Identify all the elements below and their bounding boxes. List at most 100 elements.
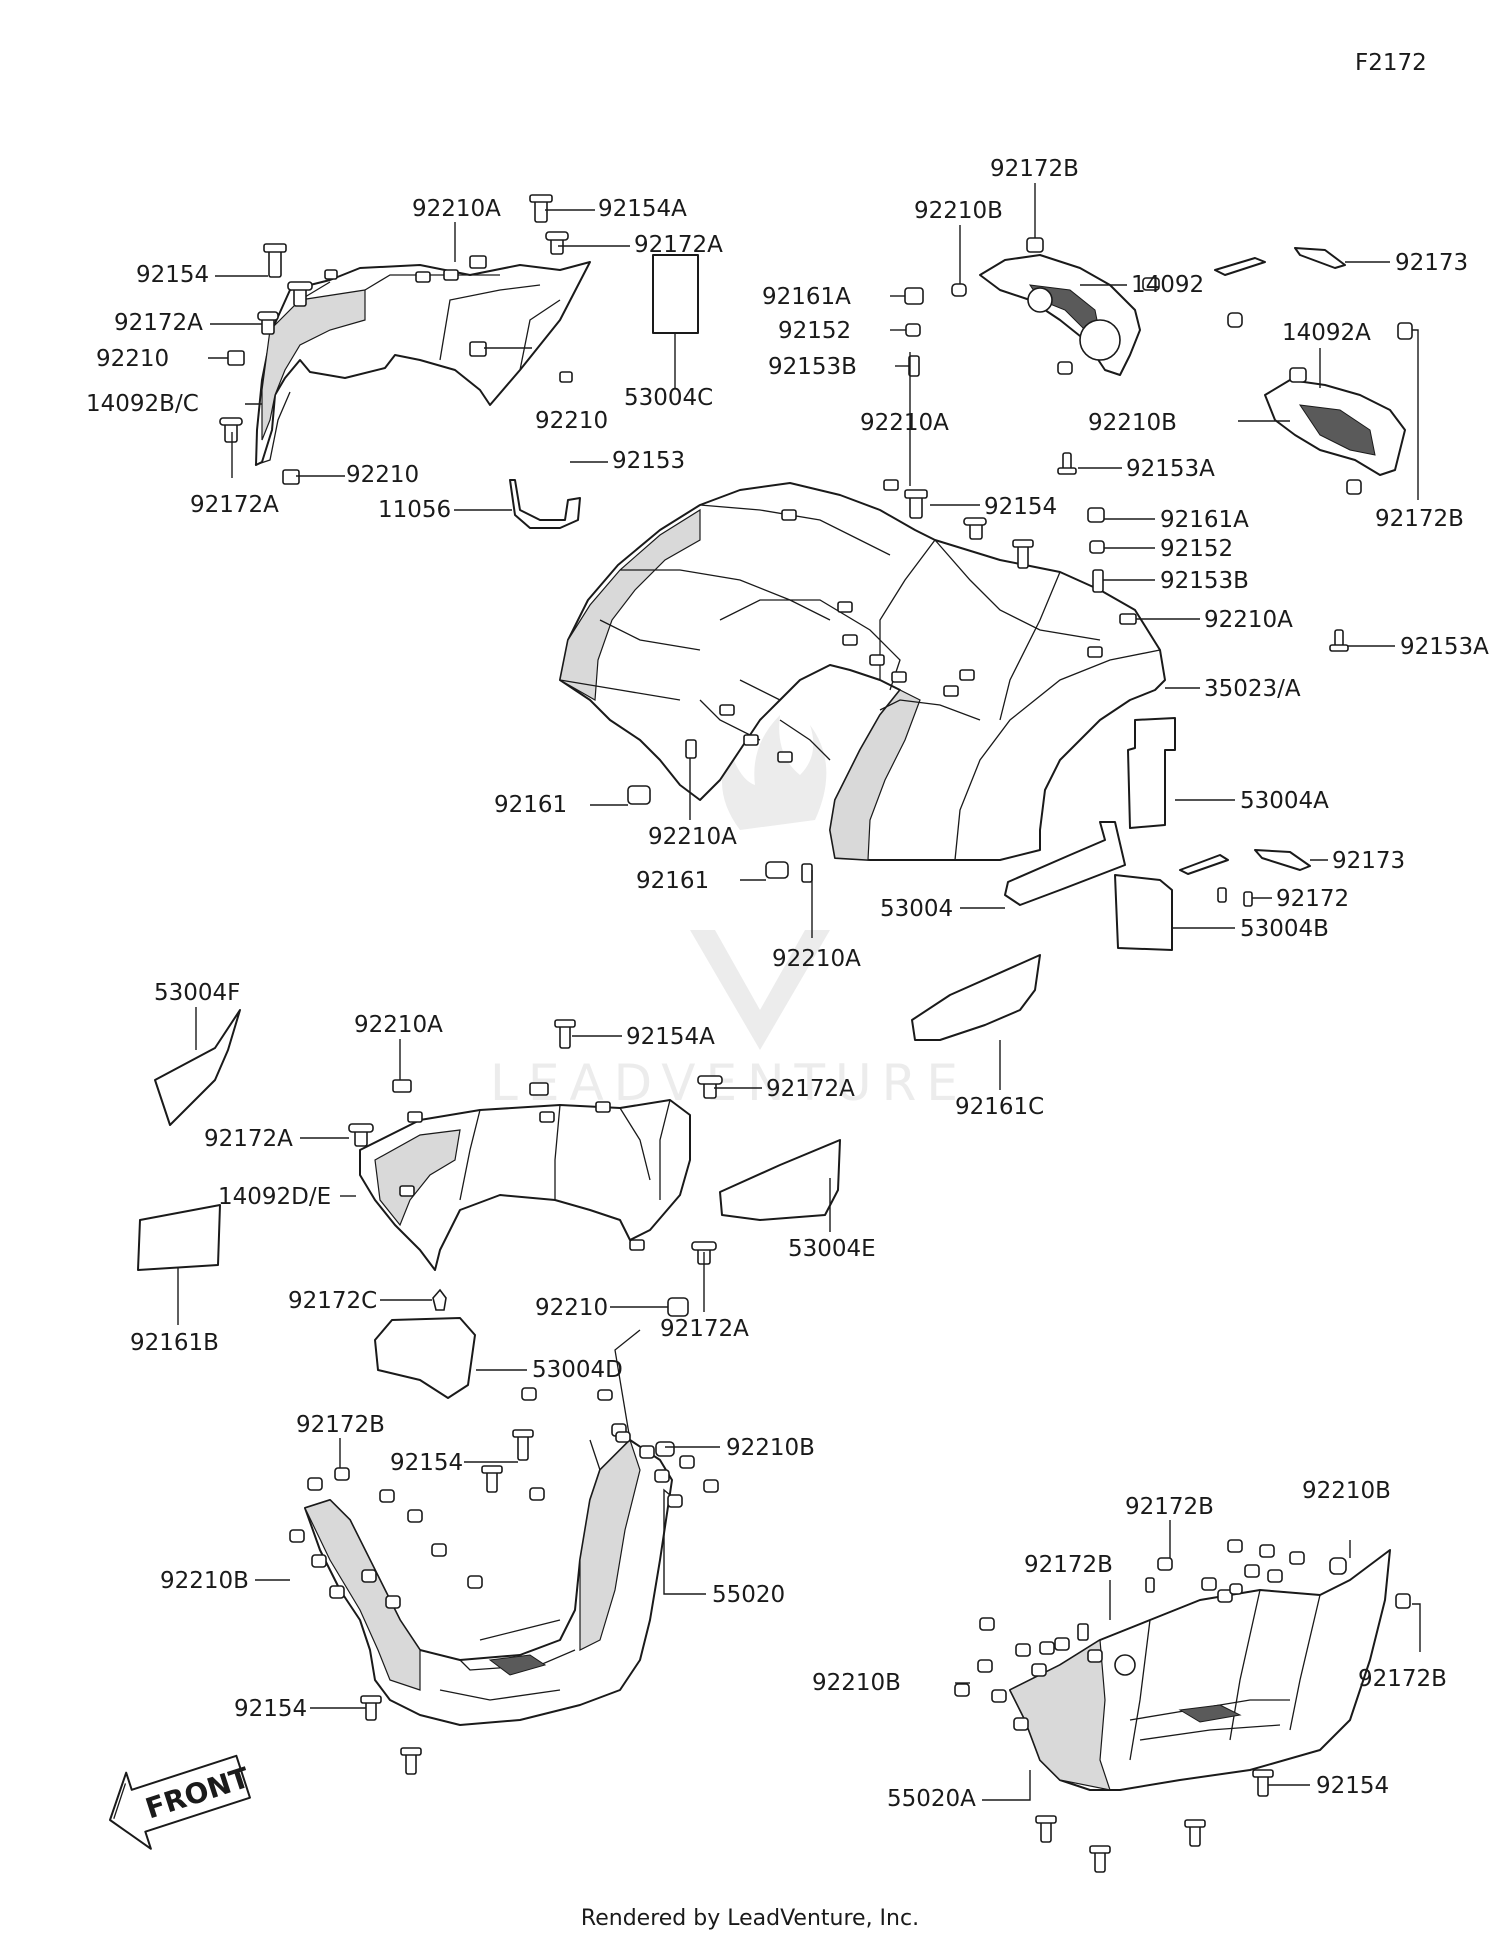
label-92161c: 92161C <box>955 1094 1044 1120</box>
label-92154: 92154 <box>234 1696 307 1722</box>
label-14092bc: 14092B/C <box>86 391 199 417</box>
label-92154: 92154 <box>984 494 1057 520</box>
label-92210: 92210 <box>96 346 169 372</box>
label-92210b: 92210B <box>160 1568 249 1594</box>
hw-92172b-top <box>1026 237 1044 253</box>
sheet-53004d <box>374 1317 476 1399</box>
part-14092a <box>1264 379 1406 476</box>
rear-fender-35023a <box>559 482 1166 861</box>
sheet-53004e <box>719 1139 841 1221</box>
label-92210b: 92210B <box>1088 410 1177 436</box>
label-53004f: 53004F <box>154 980 240 1006</box>
label-92210: 92210 <box>535 1295 608 1321</box>
label-92172a: 92172A <box>190 492 279 518</box>
label-92172a: 92172A <box>634 232 723 258</box>
sheet-53004 <box>1004 821 1126 906</box>
label-92210b: 92210B <box>1302 1478 1391 1504</box>
label-92172b: 92172B <box>1375 506 1464 532</box>
label-92153a: 92153A <box>1126 456 1215 482</box>
label-92173: 92173 <box>1395 250 1468 276</box>
label-92161: 92161 <box>494 792 567 818</box>
label-92172b: 92172B <box>296 1412 385 1438</box>
label-92153a: 92153A <box>1400 634 1489 660</box>
inner-fender-14092de <box>359 1099 691 1271</box>
label-92210b: 92210B <box>726 1435 815 1461</box>
hw-92210b-a <box>1289 367 1307 383</box>
label-92153b: 92153B <box>1160 568 1249 594</box>
hw-grommet-a <box>1142 277 1160 291</box>
label-92210b: 92210B <box>812 1670 901 1696</box>
hw-92210b-b <box>1227 312 1243 328</box>
label-92210a: 92210A <box>354 1012 443 1038</box>
hw-grommet-b <box>1057 361 1073 375</box>
bracket-11056 <box>509 479 581 529</box>
label-92172b: 92172B <box>990 156 1079 182</box>
label-55020: 55020 <box>712 1582 785 1608</box>
label-92210a: 92210A <box>772 946 861 972</box>
label-92172a: 92172A <box>204 1126 293 1152</box>
sheet-92161c <box>911 954 1041 1041</box>
label-92153: 92153 <box>612 448 685 474</box>
part-labels: 92210A 92154A 92172A 92154 92172A 92210 … <box>86 156 1489 1812</box>
label-92172c: 92172C <box>288 1288 377 1314</box>
label-53004c: 53004C <box>624 385 713 411</box>
label-92161: 92161 <box>636 868 709 894</box>
label-53004a: 53004A <box>1240 788 1329 814</box>
label-35023a: 35023/A <box>1204 676 1301 702</box>
label-92173: 92173 <box>1332 848 1405 874</box>
label-92161a: 92161A <box>762 284 851 310</box>
label-53004e: 53004E <box>788 1236 876 1262</box>
label-92161a: 92161A <box>1160 507 1249 533</box>
front-direction-arrow: FRONT <box>109 1754 253 1850</box>
hw-92152-top <box>905 323 921 337</box>
label-92152: 92152 <box>1160 536 1233 562</box>
label-14092: 14092 <box>1131 272 1204 298</box>
hw-92210b-top <box>951 283 967 297</box>
label-92210a: 92210A <box>648 824 737 850</box>
label-92172: 92172 <box>1276 886 1349 912</box>
label-55020a: 55020A <box>887 1786 976 1812</box>
label-53004d: 53004D <box>532 1357 623 1383</box>
label-92172a: 92172A <box>766 1076 855 1102</box>
label-92154: 92154 <box>1316 1773 1389 1799</box>
label-92161b: 92161B <box>130 1330 219 1356</box>
label-92172a: 92172A <box>660 1316 749 1342</box>
sheet-53004b <box>1114 874 1173 951</box>
sheet-53004f <box>154 1009 241 1126</box>
hardware-group-mid-left <box>348 1019 723 1317</box>
label-11056: 11056 <box>378 497 451 523</box>
label-92154: 92154 <box>136 262 209 288</box>
label-14092a: 14092A <box>1282 320 1371 346</box>
label-92172b: 92172B <box>1024 1552 1113 1578</box>
label-92172a: 92172A <box>114 310 203 336</box>
label-53004: 53004 <box>880 896 953 922</box>
label-92172b: 92172B <box>1125 1494 1214 1520</box>
label-92210a: 92210A <box>412 196 501 222</box>
label-92172b: 92172B <box>1358 1666 1447 1692</box>
sheet-53004a <box>1127 717 1176 829</box>
label-92210b: 92210B <box>914 198 1003 224</box>
label-92153b: 92153B <box>768 354 857 380</box>
footer-credit: Rendered by LeadVenture, Inc. <box>581 1906 919 1931</box>
label-92210: 92210 <box>535 408 608 434</box>
watermark-text: LEADVENTURE <box>490 1054 968 1112</box>
label-92154a: 92154A <box>626 1024 715 1050</box>
part-14092 <box>979 254 1141 376</box>
sheet-53004c <box>652 254 699 334</box>
footwell-55020 <box>304 1329 673 1726</box>
strip-92173-top <box>1214 247 1346 276</box>
hw-92161a-top <box>904 287 924 305</box>
label-92210a: 92210A <box>1204 607 1293 633</box>
label-92152: 92152 <box>778 318 851 344</box>
label-92210a: 92210A <box>860 410 949 436</box>
hardware-group-top-left <box>219 194 573 485</box>
watermark-logo: LEADVENTURE <box>490 715 968 1112</box>
label-53004b: 53004B <box>1240 916 1329 942</box>
hardware-group-bottom-left <box>289 1387 719 1775</box>
label-92154: 92154 <box>390 1450 463 1476</box>
label-92154a: 92154A <box>598 196 687 222</box>
sheet-92161b <box>137 1204 221 1271</box>
leader-lines <box>177 183 1421 1801</box>
label-92210: 92210 <box>346 462 419 488</box>
